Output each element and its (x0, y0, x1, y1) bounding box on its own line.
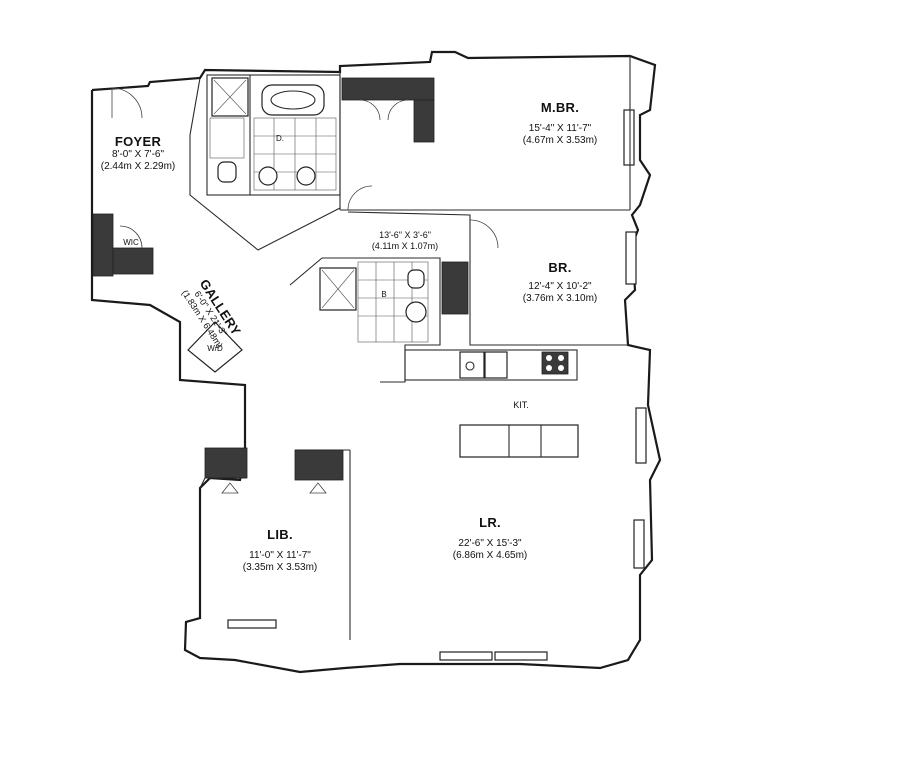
bedroom-name: BR. (548, 260, 572, 275)
master-bath-fixtures (209, 77, 337, 191)
living-room-dim-m: (6.86m X 4.65m) (452, 550, 528, 562)
kitchen-label: KIT. (496, 400, 546, 411)
foyer-dim-m: (2.44m X 2.29m) (100, 161, 176, 173)
bedroom-dim-ft: 12'-4" X 10'-2" (528, 281, 592, 293)
bath-d-mark: D. (276, 134, 284, 143)
wic-mark: WIC (123, 238, 139, 247)
doors (111, 87, 499, 494)
living-room-label: LR. 22'-6" X 15'-3" (6.86m X 4.65m) (430, 515, 550, 562)
washer-dryer-mark: W/D (207, 344, 223, 353)
hall-dim-ft: 13'-6" X 3'-6" (379, 230, 431, 240)
library-name: LIB. (267, 527, 293, 542)
interior-walls (187, 56, 631, 640)
hall-label: 13'-6" X 3'-6" (4.11m X 1.07m) (350, 230, 460, 251)
foyer-name: FOYER (114, 134, 162, 149)
master-bedroom-label: M.BR. 15'-4" X 11'-7" (4.67m X 3.53m) (500, 100, 620, 147)
library-dim-m: (3.35m X 3.53m) (242, 562, 318, 574)
closets (92, 77, 469, 315)
bedroom-label: BR. 12'-4" X 10'-2" (3.76m X 3.10m) (500, 260, 620, 305)
master-bedroom-dim-m: (4.67m X 3.53m) (522, 135, 598, 147)
bath-b-mark: B (381, 290, 387, 299)
exterior-walls (90, 50, 662, 674)
master-bedroom-dim-ft: 15'-4" X 11'-7" (528, 123, 592, 135)
library-label: LIB. 11'-0" X 11'-7" (3.35m X 3.53m) (222, 527, 338, 574)
bedroom-dim-m: (3.76m X 3.10m) (522, 293, 598, 305)
living-room-name: LR. (479, 515, 501, 530)
living-room-dim-ft: 22'-6" X 15'-3" (458, 538, 522, 550)
foyer-dim-ft: 8'-0" X 7'-6" (111, 149, 165, 161)
kitchen-name: KIT. (513, 400, 529, 410)
hall-dim-m: (4.11m X 1.07m) (371, 240, 439, 251)
master-bedroom-name: M.BR. (540, 100, 580, 115)
library-dim-ft: 11'-0" X 11'-7" (249, 550, 311, 562)
foyer-label: FOYER 8'-0" X 7'-6" (2.44m X 2.29m) (88, 134, 188, 173)
hall-bath-fixtures (319, 261, 429, 343)
